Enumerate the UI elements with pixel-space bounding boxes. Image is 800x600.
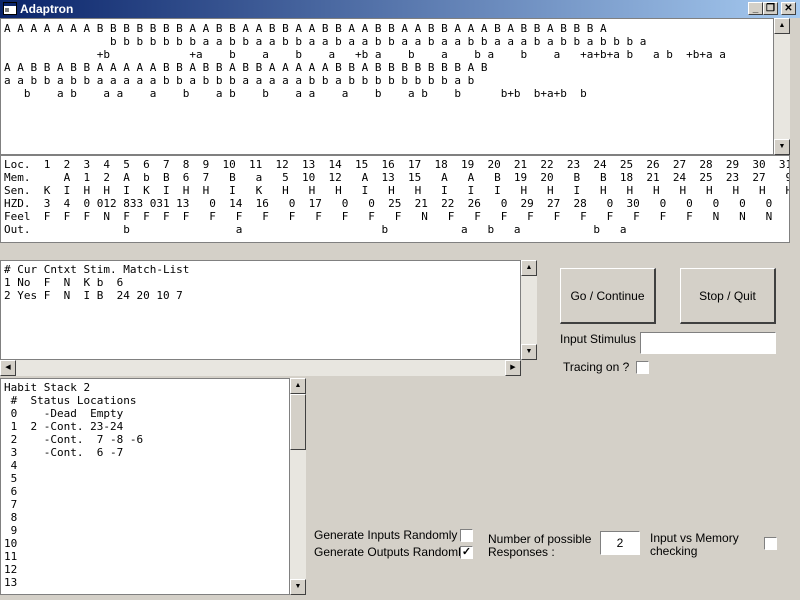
sequence-panel[interactable]: A A A A A A A B B B B B B B A A B B A A … [0, 18, 774, 155]
down-arrow-icon: ▼ [294, 583, 302, 590]
generate-inputs-checkbox[interactable] [460, 529, 473, 542]
scroll-thumb[interactable] [290, 394, 306, 450]
app-icon [3, 2, 17, 15]
scroll-left-button[interactable]: ◀ [0, 360, 16, 376]
sequence-line: b b b b b b b a a b b a a b b a a b a a … [4, 35, 647, 48]
up-arrow-icon: ▲ [525, 264, 533, 271]
habit-stack-line: Habit Stack 2 [4, 381, 91, 394]
tracing-checkbox[interactable] [636, 361, 649, 374]
habit-stack-line: 9 [4, 524, 18, 537]
sequence-line: +b +a b a b a +b a b a b a b a +a+b+a b … [4, 48, 726, 61]
grid-row: Loc. 1 2 3 4 5 6 7 8 9 10 11 12 13 14 15… [4, 158, 790, 171]
up-arrow-icon: ▲ [778, 22, 786, 29]
window-title: Adaptron [20, 2, 74, 16]
sequence-line: b a b a a a b a b b a a a b a b b b+b b+… [4, 87, 587, 100]
scroll-up-button[interactable]: ▲ [774, 18, 790, 34]
scroll-up-button[interactable]: ▲ [521, 260, 537, 276]
habit-stack-scrollbar[interactable]: ▲ ▼ [290, 378, 306, 595]
habit-stack-line: 13 [4, 576, 18, 589]
scroll-down-button[interactable]: ▼ [290, 579, 306, 595]
input-stimulus-field[interactable] [640, 332, 776, 354]
grid-row: Sen. K I H H I K I H H I K H H H I H H I… [4, 184, 790, 197]
memory-check-label-line1: Input vs Memory [650, 531, 739, 545]
memory-check-checkbox[interactable] [764, 537, 777, 550]
habit-stack-line: 0 -Dead Empty [4, 407, 124, 420]
minimize-button[interactable]: _ [748, 2, 763, 15]
check-icon: ✓ [461, 546, 472, 558]
sequence-line: A A B B A B B A A A A A B B A B B A B B … [4, 61, 488, 74]
restore-button[interactable]: ❐ [763, 2, 778, 15]
down-arrow-icon: ▼ [778, 143, 786, 150]
title-bar[interactable]: Adaptron _ ❐ ✕ [0, 0, 800, 18]
left-arrow-icon: ◀ [5, 364, 11, 371]
match-list-hscrollbar[interactable]: ◀ ▶ [0, 360, 521, 376]
scroll-down-button[interactable]: ▼ [774, 139, 790, 155]
tracing-label: Tracing on ? [563, 360, 630, 374]
go-continue-button[interactable]: Go / Continue [560, 268, 656, 324]
grid-row: Feel F F F N F F F F F F F F F F F F N F… [4, 210, 790, 223]
grid-row: Mem. A 1 2 A b B 6 7 B a 5 10 12 A 13 15… [4, 171, 790, 184]
grid-text: Loc. 1 2 3 4 5 6 7 8 9 10 11 12 13 14 15… [4, 158, 790, 236]
sequence-scrollbar[interactable]: ▲ ▼ [774, 18, 790, 155]
habit-stack-text: Habit Stack 2 # Status Locations 0 -Dead… [4, 381, 143, 589]
generate-outputs-label: Generate Outputs Randomly? [314, 545, 474, 559]
scroll-up-button[interactable]: ▲ [290, 378, 306, 394]
scroll-right-button[interactable]: ▶ [505, 360, 521, 376]
grid-row: HZD. 3 4 0 012 833 031 13 0 14 16 0 17 0… [4, 197, 790, 210]
habit-stack-panel[interactable]: Habit Stack 2 # Status Locations 0 -Dead… [0, 378, 290, 595]
grid-row: Out. b a b a b a b a b a b [4, 223, 627, 236]
habit-stack-line: 2 -Cont. 7 -8 -6 [4, 433, 144, 446]
close-button[interactable]: ✕ [781, 2, 796, 15]
habit-stack-line: 4 [4, 459, 18, 472]
habit-stack-line: 10 [4, 537, 18, 550]
habit-stack-line: 6 [4, 485, 18, 498]
stop-quit-button[interactable]: Stop / Quit [680, 268, 776, 324]
input-stimulus-label: Input Stimulus : [560, 332, 643, 346]
habit-stack-line: 5 [4, 472, 18, 485]
down-arrow-icon: ▼ [525, 348, 533, 355]
minimize-icon: _ [752, 3, 759, 14]
habit-stack-line: 11 [4, 550, 18, 563]
match-list-header: # Cur Cntxt Stim. Match-List [4, 263, 190, 276]
habit-stack-line: 8 [4, 511, 18, 524]
responses-input[interactable] [600, 531, 640, 555]
right-arrow-icon: ▶ [510, 364, 516, 371]
scroll-down-button[interactable]: ▼ [521, 344, 537, 360]
sequence-line: a a b b a b b a a a a a b b a b b b a a … [4, 74, 475, 87]
habit-stack-line: 1 2 -Cont. 23-24 [4, 420, 124, 433]
restore-icon: ❐ [766, 3, 775, 14]
sequence-line: A A A A A A A B B B B B B B A A B B A A … [4, 22, 607, 35]
responses-label-line1: Number of possible [488, 532, 592, 546]
match-list-row: 1 No F N K b 6 [4, 276, 124, 289]
location-grid: Loc. 1 2 3 4 5 6 7 8 9 10 11 12 13 14 15… [0, 155, 790, 243]
memory-check-label-line2: checking [650, 544, 698, 558]
close-icon: ✕ [784, 3, 793, 14]
generate-outputs-checkbox[interactable]: ✓ [460, 546, 473, 559]
responses-label-line2: Responses : [488, 545, 555, 559]
match-list-row: 2 Yes F N I B 24 20 10 7 [4, 289, 183, 302]
generate-inputs-label: Generate Inputs Randomly ? [314, 528, 468, 542]
match-list-scrollbar[interactable]: ▲ ▼ [521, 260, 537, 360]
habit-stack-line: 12 [4, 563, 18, 576]
up-arrow-icon: ▲ [294, 382, 302, 389]
habit-stack-line: # Status Locations [4, 394, 137, 407]
sequence-text: A A A A A A A B B B B B B B A A B B A A … [4, 22, 726, 100]
habit-stack-line: 7 [4, 498, 18, 511]
habit-stack-line: 3 -Cont. 6 -7 [4, 446, 124, 459]
